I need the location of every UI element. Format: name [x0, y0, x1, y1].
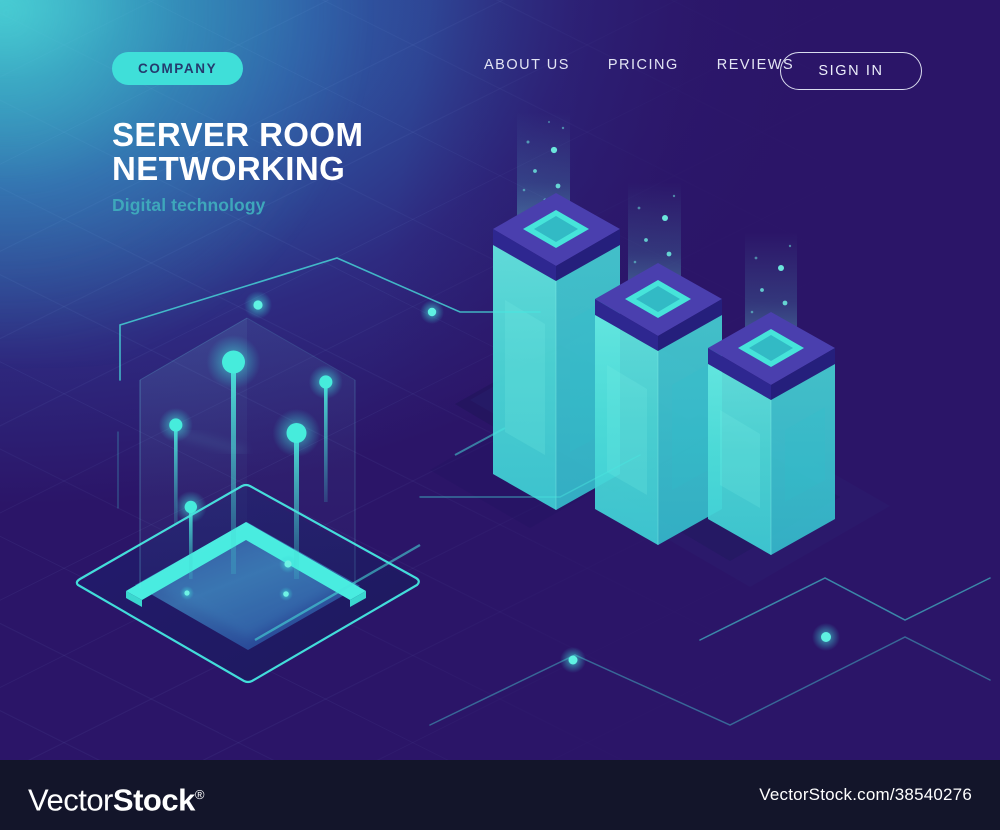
platform-node-pins: [158, 335, 343, 579]
vectorstock-logo-thin: Vector: [28, 782, 113, 818]
light-streak: [254, 543, 421, 642]
hero-heading-block: SERVER ROOM NETWORKING Digital technolog…: [112, 118, 532, 216]
tower-short: [708, 232, 835, 555]
vectorstock-logo-bold: Stock: [112, 782, 195, 818]
tower-medium-cap-right: [658, 299, 722, 351]
page-title: SERVER ROOM NETWORKING: [112, 118, 532, 186]
tower-tall-cap-right: [556, 229, 620, 281]
company-badge[interactable]: COMPANY: [112, 52, 244, 85]
nav-link-about-us[interactable]: ABOUT US: [484, 57, 570, 73]
platform-rail: [126, 522, 366, 600]
tower-short-cap-left: [708, 348, 771, 400]
tower-medium-body-left: [595, 315, 658, 545]
sign-in-button[interactable]: SIGN IN: [780, 52, 922, 90]
tower-short-cap-right: [771, 348, 835, 400]
tower-medium-body-right: [658, 315, 722, 545]
scene-svg: [75, 112, 991, 726]
registered-trademark-icon: ®: [194, 787, 205, 802]
tower-medium: [595, 182, 722, 545]
data-platform: [75, 317, 420, 684]
watermark-footer: VectorStock® VectorStock.com/38540276: [0, 760, 1000, 830]
platform-floating-dots: [180, 555, 297, 601]
tower-medium-cap-left: [595, 299, 658, 351]
tower-short-body-left: [708, 364, 771, 555]
vectorstock-url: VectorStock.com/38540276: [759, 785, 972, 804]
connector-nodes: [244, 291, 840, 673]
nav-links: ABOUT US PRICING REVIEWS: [484, 57, 794, 73]
page-title-line-2: NETWORKING: [112, 150, 346, 187]
tower-tall-cap-left: [493, 229, 556, 281]
page-subtitle: Digital technology: [112, 195, 266, 215]
platform-outline: [75, 483, 420, 684]
vectorstock-logo: VectorStock®: [28, 777, 204, 818]
nav-link-reviews[interactable]: REVIEWS: [716, 57, 795, 73]
nav-link-pricing[interactable]: PRICING: [607, 57, 679, 73]
connector-paths: [117, 257, 991, 726]
page-title-line-1: SERVER ROOM: [112, 116, 364, 153]
tower-short-body-right: [771, 364, 835, 555]
top-navigation-bar: COMPANY ABOUT US PRICING REVIEWS SIGN IN: [0, 0, 1000, 120]
